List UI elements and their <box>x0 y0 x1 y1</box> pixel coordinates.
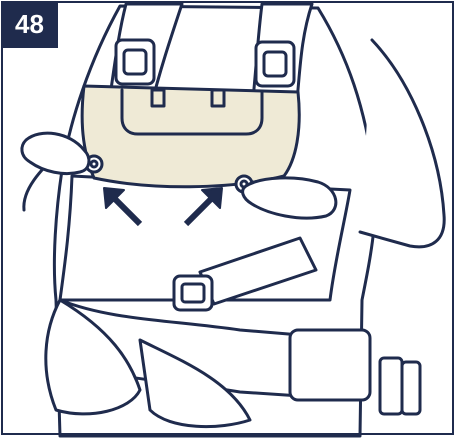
step-number-badge: 48 <box>1 1 58 48</box>
step-number: 48 <box>15 9 44 40</box>
illustration-frame <box>1 1 454 435</box>
